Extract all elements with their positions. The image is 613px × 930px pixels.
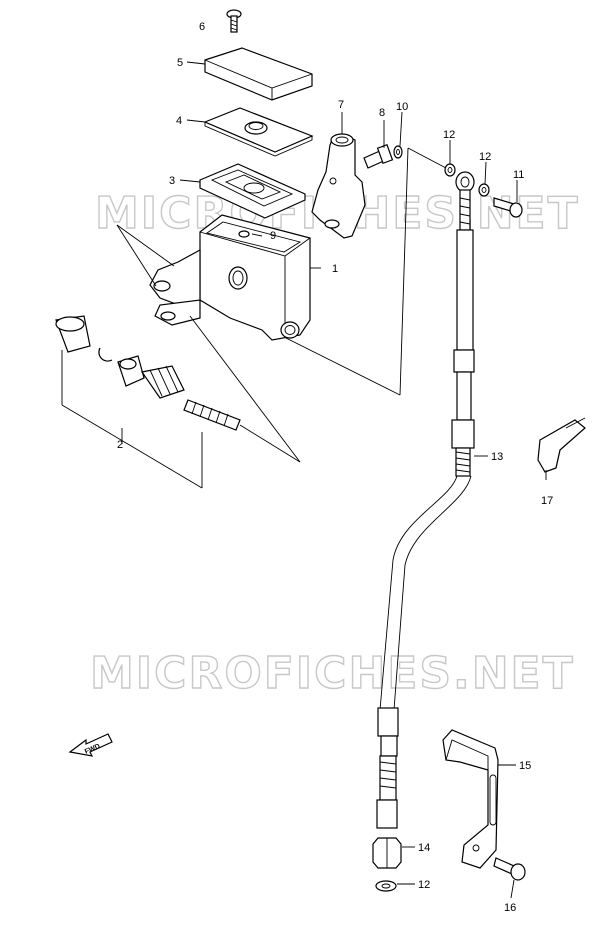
- part-12-washer-upper: [444, 163, 456, 177]
- callout-14: 14: [418, 842, 430, 854]
- callout-10: 10: [396, 101, 408, 113]
- callout-7: 7: [338, 99, 344, 111]
- part-14-nut: [372, 837, 402, 869]
- part-13-brake-hose: [376, 171, 475, 829]
- callout-2: 2: [117, 439, 123, 451]
- part-12-washer-middle: [478, 183, 490, 197]
- fwd-arrow-icon: FWD: [68, 733, 113, 757]
- part-5-cap: [204, 47, 313, 101]
- callout-12-lower: 12: [418, 879, 430, 891]
- part-10-washer: [393, 145, 403, 159]
- part-17-clamp: [537, 417, 586, 473]
- callout-4: 4: [176, 115, 182, 127]
- part-7-fitting: [311, 133, 366, 239]
- leader-lines: [61, 61, 547, 899]
- callout-15: 15: [519, 760, 531, 772]
- part-6-screw: [226, 9, 242, 33]
- callout-11: 11: [513, 169, 524, 181]
- callout-1: 1: [332, 263, 338, 275]
- callout-17: 17: [541, 495, 553, 507]
- part-2-piston-set: [55, 315, 241, 431]
- callout-16: 16: [504, 902, 516, 914]
- callout-6: 6: [199, 21, 205, 33]
- part-8-bolt: [363, 144, 394, 169]
- part-11-banjo-bolt: [493, 197, 523, 218]
- callout-3: 3: [169, 175, 175, 187]
- callout-8: 8: [379, 107, 385, 119]
- callout-13: 13: [491, 451, 503, 463]
- part-12-washer-lower: [375, 880, 397, 892]
- watermark-bottom: MICROFICHES.NET: [90, 648, 575, 699]
- callout-9: 9: [270, 230, 276, 242]
- part-15-bracket: [442, 729, 499, 869]
- part-4-plate: [203, 107, 314, 157]
- callout-12-middle: 12: [479, 151, 491, 163]
- callout-12-upper: 12: [443, 129, 455, 141]
- part-3-diaphragm: [199, 163, 306, 219]
- part-1-cylinder-body: [149, 214, 311, 341]
- callout-5: 5: [177, 57, 183, 69]
- part-16-bolt: [493, 857, 526, 881]
